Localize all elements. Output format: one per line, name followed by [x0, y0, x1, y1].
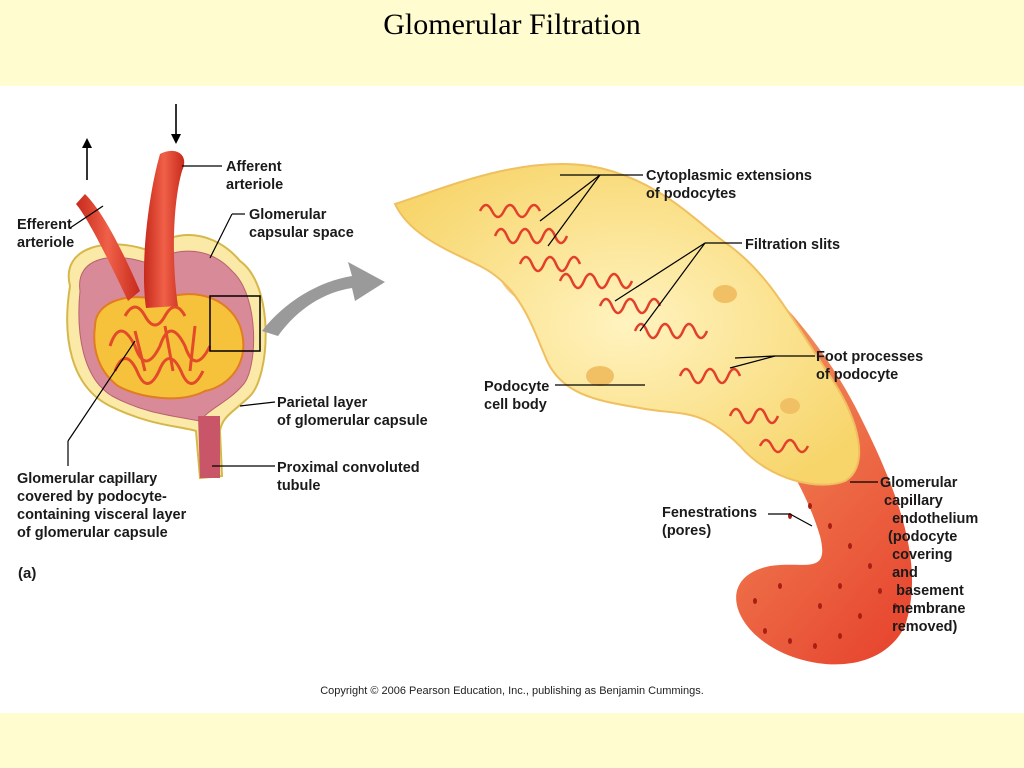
label-foot-processes: Foot processes of podocyte [816, 349, 924, 383]
foot-process-patterns [478, 203, 810, 454]
copyright-notice: Copyright © 2006 Pearson Education, Inc.… [320, 685, 704, 697]
label-glomerular-capillary-visceral: Glomerular capillary covered by podocyte… [17, 471, 187, 541]
magnification-box [209, 295, 261, 352]
label-capsular-space: Glomerular capsular space [249, 207, 354, 241]
label-afferent-arteriole: Afferent arteriole [226, 159, 284, 193]
label-parietal-layer: Parietal layer of glomerular capsule [277, 395, 428, 429]
slide-title: Glomerular Filtration [383, 8, 641, 41]
figure-panel: (a) Afferent arteriole Efferent arteriol… [0, 86, 1024, 713]
label-cytoplasmic-extensions: Cytoplasmic extensions of podocytes [646, 168, 812, 202]
title-band: Glomerular Filtration [0, 0, 1024, 86]
efferent-arteriole-vessel [76, 194, 140, 301]
label-fenestrations: Fenestrations (pores) [662, 505, 758, 539]
label-proximal-tubule: Proximal convoluted tubule [277, 460, 420, 494]
label-filtration-slits: Filtration slits [745, 237, 841, 253]
zoom-arrow [262, 262, 385, 336]
leader-lines [67, 165, 878, 527]
proximal-tubule [198, 416, 220, 478]
label-efferent-arteriole: Efferent arteriole [17, 217, 75, 251]
renal-corpuscle [66, 104, 267, 480]
capillary-loops [108, 305, 212, 385]
afferent-arteriole-vessel [143, 150, 185, 308]
label-podocyte-cell-body: Podocyte cell body [484, 379, 550, 413]
podocyte-cell-body-shape [393, 163, 861, 486]
label-capillary-endothelium: Glomerular capillary endothelium (podocy… [880, 475, 979, 635]
capillary-enlarged [393, 163, 913, 665]
glomerulus-illustration: (a) [18, 104, 913, 665]
bottom-band [0, 713, 1024, 768]
panel-label: (a) [18, 565, 36, 582]
